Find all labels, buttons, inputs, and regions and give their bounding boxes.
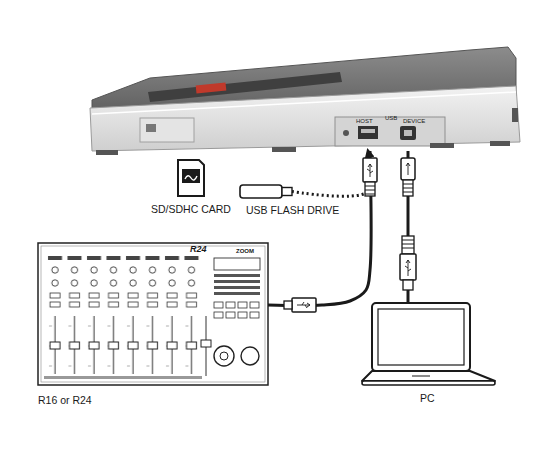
device-node: R16 or R24	[38, 243, 268, 385]
device-port-tongue	[404, 130, 412, 136]
port-label: USB	[385, 115, 397, 121]
device-node: SD/SDHC CARD	[178, 160, 204, 196]
usb-flash-drive-icon	[240, 185, 292, 198]
mixer-panel-line	[214, 286, 260, 289]
strain-relief-rings	[365, 186, 375, 194]
usb-symbol	[405, 260, 411, 276]
brand-label: R24	[190, 245, 207, 254]
device-top	[92, 47, 516, 116]
button	[250, 312, 259, 318]
connection-arrow	[292, 151, 371, 196]
button	[214, 312, 223, 318]
mixer-bottom-strip	[44, 376, 202, 379]
dial	[241, 347, 259, 365]
mixer-panel-line	[214, 292, 260, 295]
usb-a-plug	[363, 158, 377, 196]
port-label: DEVICE	[403, 118, 425, 124]
device-port	[400, 126, 416, 140]
plug-tip	[403, 280, 413, 290]
port-label: HOST	[356, 118, 373, 124]
sd-card-icon	[178, 160, 204, 196]
jog-dial-center	[220, 352, 228, 360]
master-fader-slot	[206, 316, 207, 376]
mixer-illustration	[38, 243, 268, 385]
mixer-panel-line	[214, 274, 260, 277]
device-front	[90, 86, 520, 151]
sd-logo	[146, 124, 156, 132]
foot	[272, 147, 296, 152]
sd-card-logo	[182, 169, 200, 183]
button	[238, 302, 247, 308]
usb-b-plug	[401, 158, 415, 196]
button	[250, 302, 259, 308]
mixer-outline	[38, 243, 268, 385]
usb-cable	[407, 151, 410, 303]
device-node: USB FLASH DRIVE	[240, 184, 292, 199]
laptop-base	[362, 371, 495, 381]
strain-relief	[403, 180, 413, 196]
screw	[343, 130, 349, 136]
mixer-panel-line	[214, 280, 260, 283]
laptop-lid	[372, 303, 470, 371]
plug-body	[400, 254, 416, 280]
laptop-screen	[378, 309, 464, 365]
button	[226, 312, 235, 318]
node-caption: SD/SDHC CARD	[151, 204, 231, 215]
jog-dial	[214, 346, 234, 366]
laptop-illustration	[362, 303, 495, 385]
sd-card-logo-mark	[185, 176, 197, 180]
node-caption: R16 or R24	[38, 395, 92, 406]
plug-body	[401, 158, 415, 180]
side-knob	[512, 108, 518, 122]
top-slot	[148, 72, 342, 102]
node-caption: PC	[420, 393, 435, 404]
master-fader-cap	[201, 340, 211, 347]
node-caption: USB FLASH DRIVE	[246, 205, 339, 216]
foot	[490, 141, 510, 146]
strain-relief	[402, 236, 414, 254]
host-port	[358, 126, 378, 139]
strain-relief-rings	[403, 184, 413, 192]
foot	[430, 143, 454, 148]
plug-tip	[284, 301, 292, 309]
plug-body	[363, 158, 377, 182]
host-port-tongue	[361, 129, 375, 133]
flash-drive-body	[240, 185, 282, 198]
port-panel	[335, 117, 445, 146]
strain-relief	[365, 182, 375, 196]
foot	[96, 150, 118, 155]
front-highlight	[92, 92, 516, 114]
usb-a-plug	[284, 298, 316, 312]
sd-card-outline	[178, 160, 204, 196]
mixer-display	[214, 258, 260, 270]
button	[238, 312, 247, 318]
sd-slot-cover	[140, 118, 194, 142]
mixer-inner	[41, 246, 265, 382]
laptop-base-edge	[362, 381, 495, 385]
brand-label: ZOOM	[236, 248, 254, 254]
plug-body	[292, 298, 316, 312]
slot-card	[196, 82, 227, 93]
usb-symbol	[297, 302, 310, 308]
usb-symbol	[367, 164, 373, 177]
channel-strips	[46, 256, 202, 381]
recorder-device	[90, 47, 520, 155]
device-node: PC	[362, 303, 495, 385]
usb-symbol	[406, 163, 410, 175]
laptop-trackpad	[412, 376, 430, 377]
strain-relief-rings	[402, 240, 414, 248]
device-node: HOST USB DEVICE	[90, 45, 518, 151]
button	[226, 302, 235, 308]
usb-coupler	[400, 236, 416, 290]
usb-cable	[268, 151, 371, 305]
button	[214, 302, 223, 308]
flash-drive-connector	[282, 188, 292, 196]
